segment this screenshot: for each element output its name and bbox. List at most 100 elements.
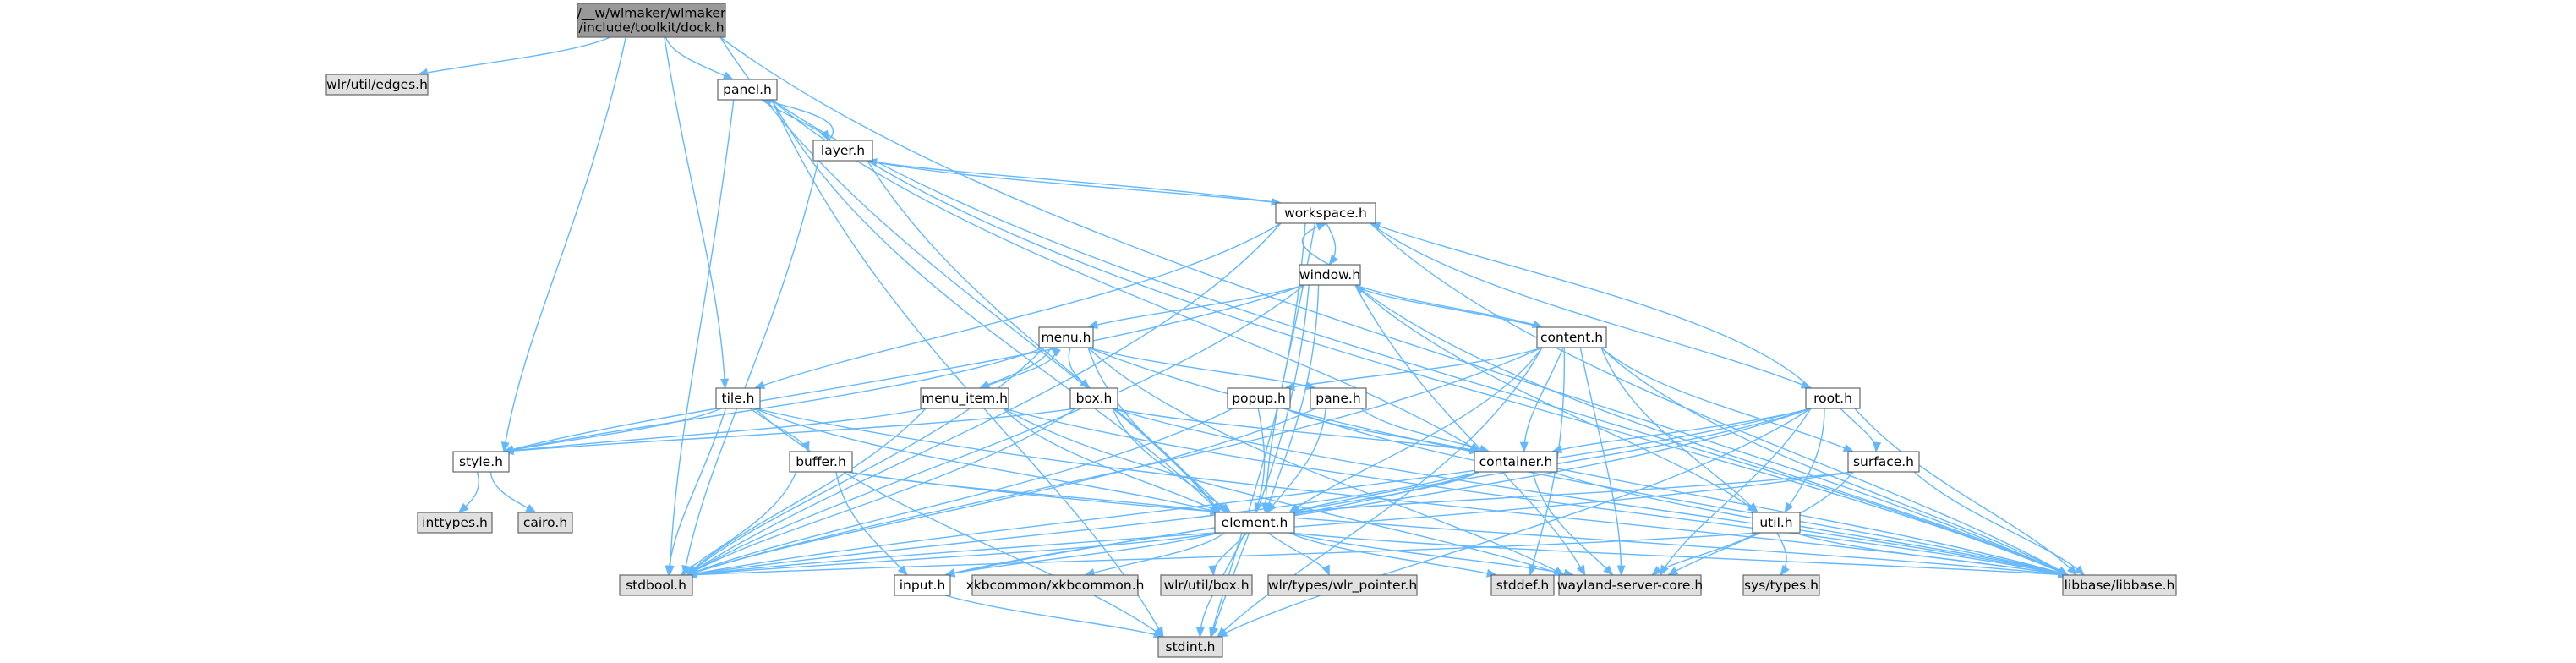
node-label-surface: surface.h <box>1853 454 1914 469</box>
edge-menuitem-to-libbase <box>1003 408 2070 578</box>
node-layer[interactable]: layer.h <box>812 140 873 162</box>
edge-menu-to-libbase <box>1087 347 2070 577</box>
node-label-popup: popup.h <box>1232 391 1286 406</box>
edge-element-to-wayland <box>1288 532 1575 578</box>
edge-box-to-element <box>1112 408 1232 513</box>
node-pane[interactable]: pane.h <box>1310 387 1367 409</box>
node-label-stddef: stddef.h <box>1496 578 1549 593</box>
edge-tile-to-stdbool <box>665 408 727 577</box>
node-buffer[interactable]: buffer.h <box>789 451 853 473</box>
node-box-wayland <box>1558 574 1702 596</box>
node-label-cairo: cairo.h <box>523 515 567 530</box>
node-label-pane: pane.h <box>1315 391 1360 406</box>
edge-menuitem-to-element <box>1003 408 1222 513</box>
edge-dock-to-edges <box>417 36 611 77</box>
edge-style-to-cairo <box>489 471 537 513</box>
node-wlrptr: wlr/types/wlr_pointer.h <box>1267 574 1418 596</box>
edge-element-to-xkb <box>1084 532 1226 577</box>
edge-workspace-to-tile <box>753 222 1282 390</box>
edge-buffer-to-input <box>835 471 908 576</box>
node-label-menuitem: menu_item.h <box>922 391 1008 407</box>
node-label-workspace: workspace.h <box>1284 205 1367 221</box>
node-menu[interactable]: menu.h <box>1038 326 1094 348</box>
edge-container-to-input <box>943 471 1480 578</box>
node-box-xkb <box>971 574 1139 596</box>
edge-menu-to-pane <box>1087 347 1317 391</box>
node-workspace[interactable]: workspace.h <box>1275 202 1376 224</box>
edge-content-to-libbase <box>1600 347 2070 576</box>
edge-element-to-input <box>943 532 1221 578</box>
edge-util-to-wayland <box>1650 532 1758 576</box>
node-util[interactable]: util.h <box>1752 512 1801 534</box>
edge-surface-to-libbase <box>1913 471 2086 576</box>
node-container[interactable]: container.h <box>1474 451 1558 473</box>
node-label-wlrbox: wlr/util/box.h <box>1163 578 1249 593</box>
edge-style-to-inttypes <box>457 471 479 513</box>
edge-layer <box>417 36 2086 638</box>
node-window[interactable]: window.h <box>1299 264 1361 286</box>
edge-buffer-to-stdbool <box>680 471 797 576</box>
node-label-layer: layer.h <box>821 143 865 158</box>
edge-root-to-stdbool <box>686 408 1812 578</box>
node-menuitem[interactable]: menu_item.h <box>920 387 1009 409</box>
node-label-stdint: stdint.h <box>1166 639 1216 655</box>
node-label-wayland: wayland-server-core.h <box>1557 578 1703 593</box>
node-dock: /__w/wlmaker/wlmaker/include/toolkit/doc… <box>577 3 726 38</box>
node-box-window <box>1299 264 1361 286</box>
edge-content-to-element <box>1288 347 1543 513</box>
node-box-menuitem <box>920 387 1009 409</box>
node-popup[interactable]: popup.h <box>1227 387 1291 409</box>
node-box-panel <box>717 79 778 101</box>
node-label-tile: tile.h <box>722 391 755 406</box>
edge-container-to-wayland <box>1532 471 1614 576</box>
edge-buffer-to-libbase <box>846 471 2070 578</box>
node-box-util <box>1752 512 1801 534</box>
node-box[interactable]: box.h <box>1069 387 1118 409</box>
node-panel[interactable]: panel.h <box>717 79 778 101</box>
node-style[interactable]: style.h <box>452 451 510 473</box>
edge-root-to-container <box>1551 408 1812 454</box>
node-edges: wlr/util/edges.h <box>325 74 429 96</box>
edge-panel-to-container <box>771 99 1481 452</box>
edge-content-to-stdint <box>1217 347 1543 638</box>
edge-menuitem-to-menu <box>979 347 1062 389</box>
node-box-stdbool <box>619 574 693 596</box>
node-inttypes: inttypes.h <box>417 512 493 534</box>
edge-root-to-workspace <box>1369 222 1812 389</box>
node-box-root <box>1805 387 1861 409</box>
node-box-workspace <box>1275 202 1376 224</box>
edge-root-to-libbase <box>1854 408 2077 576</box>
node-box-input <box>894 574 951 596</box>
edge-tile-to-buffer <box>750 408 810 453</box>
node-root[interactable]: root.h <box>1805 387 1861 409</box>
edge-workspace-to-stdbool <box>686 222 1282 576</box>
node-input[interactable]: input.h <box>894 574 951 596</box>
node-content[interactable]: content.h <box>1536 326 1607 348</box>
node-label-box: box.h <box>1076 391 1113 406</box>
node-box-container <box>1474 451 1558 473</box>
edge-container-to-libbase <box>1551 471 2070 578</box>
edge-panel-to-layer <box>761 99 829 142</box>
edge-util-to-libbase <box>1794 532 2070 578</box>
edge-window-to-menu <box>1086 284 1305 329</box>
edge-surface-to-element <box>1288 471 1854 516</box>
edge-layer-to-panel <box>760 97 834 141</box>
node-element[interactable]: element.h <box>1214 512 1295 534</box>
node-label-container: container.h <box>1479 454 1553 469</box>
edge-window-to-stdbool <box>686 284 1305 576</box>
node-wayland: wayland-server-core.h <box>1557 574 1703 596</box>
node-box-pane <box>1310 387 1367 409</box>
edge-box-to-stdbool <box>686 408 1076 576</box>
edge-window-to-libbase <box>1354 284 2070 576</box>
edge-content-to-wayland <box>1579 347 1626 577</box>
node-surface[interactable]: surface.h <box>1847 451 1920 473</box>
edge-layer-to-workspace <box>867 160 1283 206</box>
edge-menu-to-element <box>1087 347 1228 513</box>
node-tile[interactable]: tile.h <box>715 387 761 409</box>
edge-panel-to-libbase <box>771 99 2070 576</box>
node-box-stddef <box>1490 574 1555 596</box>
node-box-layer <box>812 140 873 162</box>
edge-element-to-libbase <box>1288 532 2070 579</box>
node-label-window: window.h <box>1299 267 1360 282</box>
node-label-menu: menu.h <box>1041 330 1091 345</box>
